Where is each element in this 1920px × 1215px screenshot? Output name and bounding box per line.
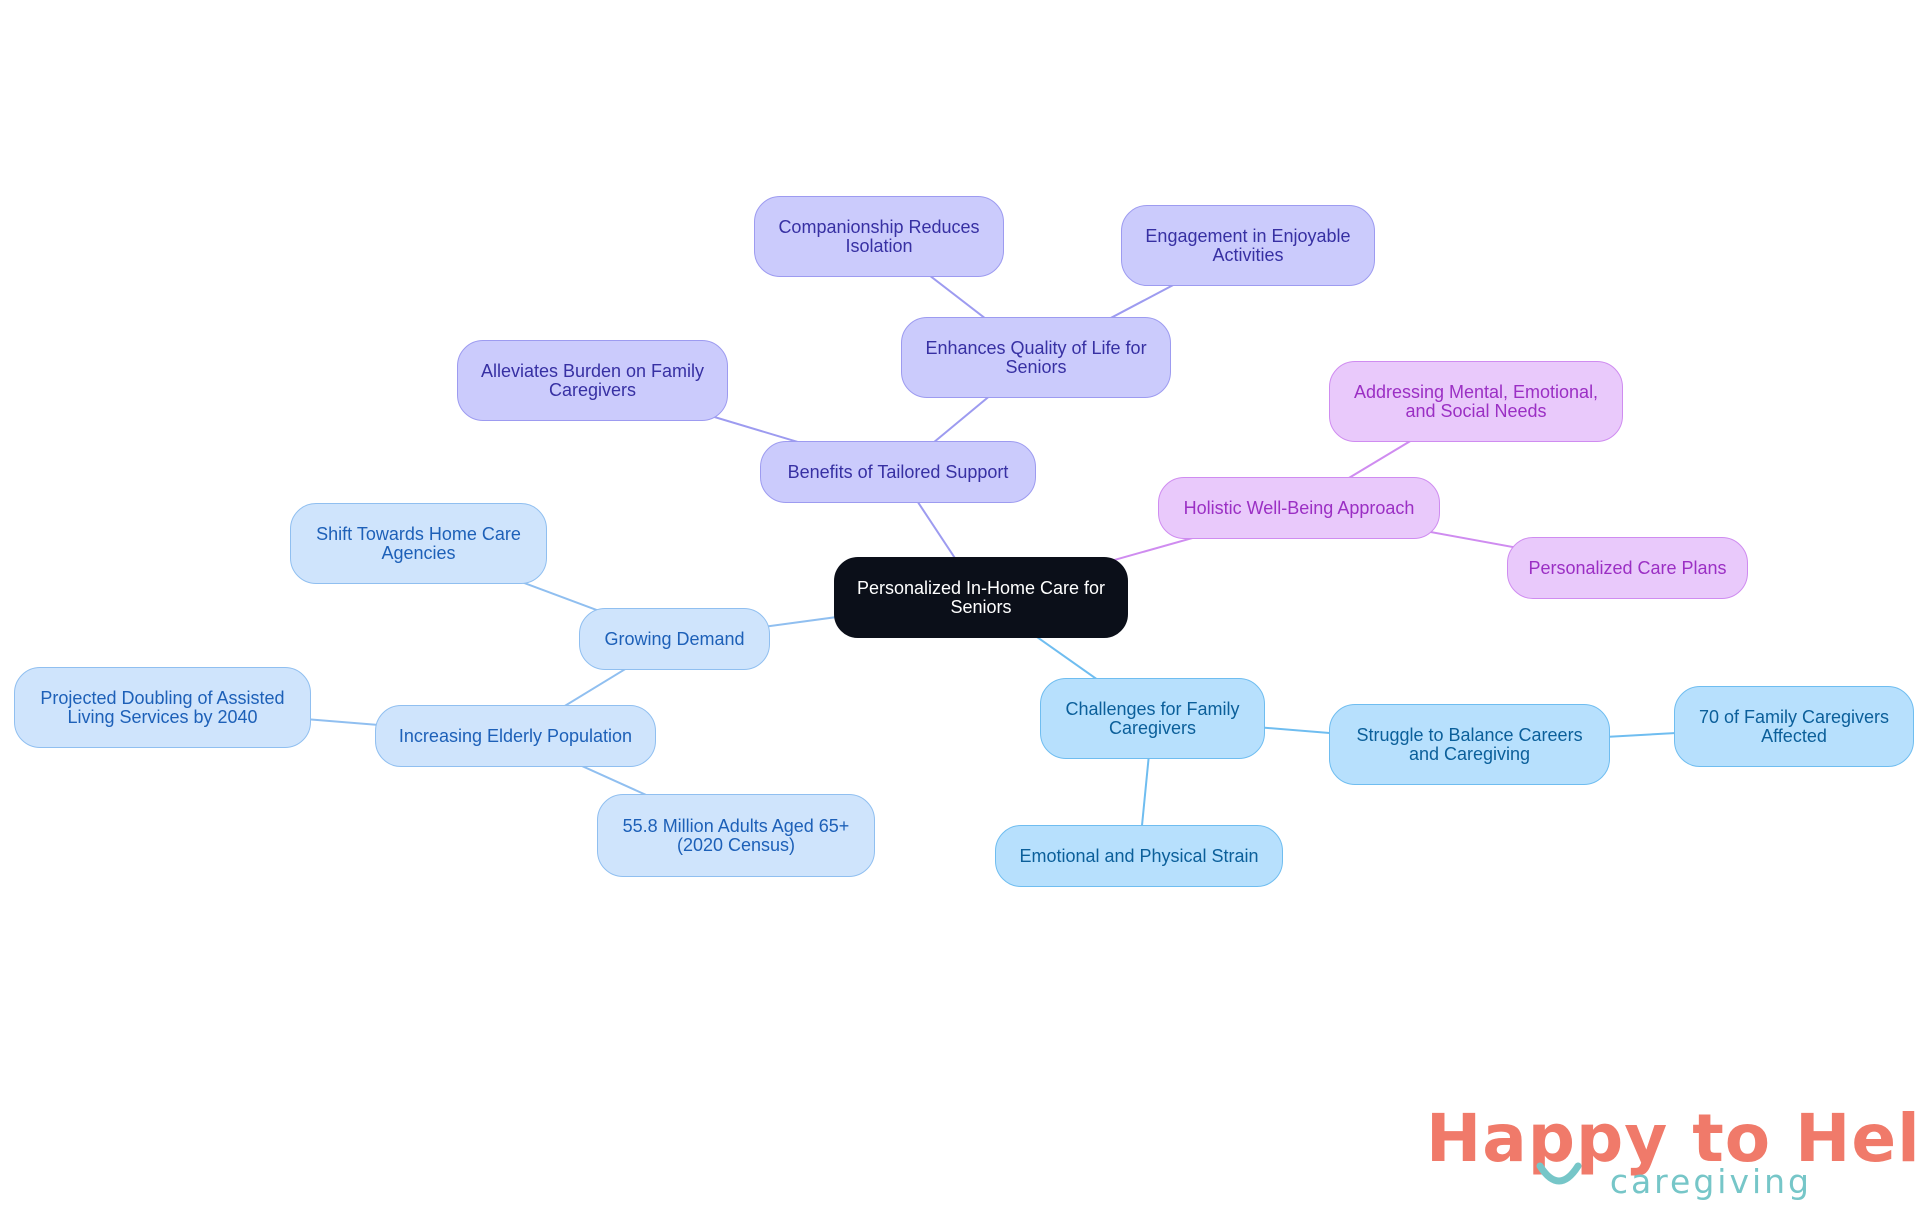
node-holistic[interactable]: Holistic Well-Being Approach bbox=[1158, 477, 1440, 539]
node-holistic-line-1: Holistic Well-Being Approach bbox=[1183, 497, 1415, 518]
node-struggle-line-2: and Caregiving bbox=[1408, 743, 1531, 764]
node-engagement-line-2: Activities bbox=[1212, 244, 1284, 265]
node-doubling-line-1: Projected Doubling of Assisted bbox=[40, 687, 285, 708]
node-alleviates-line-1: Alleviates Burden on Family bbox=[480, 360, 705, 381]
node-engagement-line-1: Engagement in Enjoyable bbox=[1145, 225, 1351, 246]
node-benefits[interactable]: Benefits of Tailored Support bbox=[760, 441, 1036, 503]
node-elderly-line-1: Increasing Elderly Population bbox=[398, 725, 633, 746]
node-seventy-line-1: 70 of Family Caregivers bbox=[1698, 706, 1890, 727]
node-shift-line-1: Shift Towards Home Care bbox=[316, 523, 521, 544]
node-census[interactable]: 55.8 Million Adults Aged 65+(2020 Census… bbox=[597, 794, 875, 877]
node-companionship-line-1: Companionship Reduces bbox=[778, 216, 980, 237]
node-root-line-1: Personalized In-Home Care for bbox=[856, 577, 1106, 598]
logo-title: Happy to Help bbox=[1426, 1100, 1920, 1177]
logo-subtitle: caregiving bbox=[1609, 1162, 1812, 1201]
node-quality-line-1: Enhances Quality of Life for bbox=[925, 337, 1147, 358]
node-growing-line-1: Growing Demand bbox=[604, 628, 745, 649]
node-elderly[interactable]: Increasing Elderly Population bbox=[375, 705, 656, 767]
happy-to-help-logo: Happy to Help caregiving bbox=[1420, 1100, 1920, 1210]
node-strain-line-1: Emotional and Physical Strain bbox=[1019, 845, 1259, 866]
node-strain[interactable]: Emotional and Physical Strain bbox=[995, 825, 1283, 887]
node-census-line-1: 55.8 Million Adults Aged 65+ bbox=[622, 815, 850, 836]
node-census-line-2: (2020 Census) bbox=[676, 834, 796, 855]
node-doubling-line-2: Living Services by 2040 bbox=[67, 706, 258, 727]
node-root-line-2: Seniors bbox=[950, 596, 1012, 617]
node-addressing-line-2: and Social Needs bbox=[1405, 400, 1547, 421]
node-challenges-line-2: Caregivers bbox=[1108, 717, 1196, 738]
node-struggle-line-1: Struggle to Balance Careers bbox=[1356, 724, 1583, 745]
node-challenges-line-1: Challenges for Family bbox=[1065, 698, 1240, 719]
node-growing[interactable]: Growing Demand bbox=[579, 608, 770, 670]
node-plans[interactable]: Personalized Care Plans bbox=[1507, 537, 1748, 599]
node-shift-line-2: Agencies bbox=[381, 542, 456, 563]
node-addressing[interactable]: Addressing Mental, Emotional,and Social … bbox=[1329, 361, 1623, 442]
node-quality-line-2: Seniors bbox=[1005, 356, 1067, 377]
node-benefits-line-1: Benefits of Tailored Support bbox=[787, 461, 1009, 482]
node-seventy-line-2: Affected bbox=[1761, 725, 1827, 746]
node-plans-line-1: Personalized Care Plans bbox=[1528, 557, 1727, 578]
node-addressing-line-1: Addressing Mental, Emotional, bbox=[1353, 381, 1599, 402]
node-companionship-line-2: Isolation bbox=[845, 235, 913, 256]
smile-icon bbox=[1536, 1162, 1582, 1185]
node-alleviates-line-2: Caregivers bbox=[548, 379, 636, 400]
